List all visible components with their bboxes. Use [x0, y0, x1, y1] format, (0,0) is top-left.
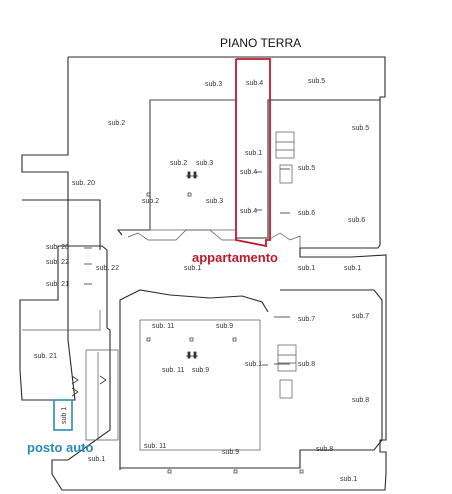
- room-label: sub.8: [316, 446, 333, 453]
- ramp-icon: [71, 375, 107, 397]
- room-label: sub.8: [352, 397, 369, 404]
- room-label: sub.1: [340, 476, 357, 483]
- column-marker: [232, 337, 237, 342]
- room-label: sub. 21: [34, 353, 57, 360]
- upper-courtyard: [149, 99, 237, 231]
- room-label: sub.1: [184, 265, 201, 272]
- room-label: sub.7: [352, 313, 369, 320]
- room-label: sub. 20: [46, 244, 69, 251]
- room-label: sub.1: [88, 456, 105, 463]
- apartment-label: appartamento: [192, 250, 278, 265]
- room-label: sub. 20: [72, 180, 95, 187]
- room-label: sub.7: [298, 316, 315, 323]
- upper-block-right-edge: [267, 232, 301, 248]
- room-label: sub.1: [245, 361, 262, 368]
- room-label: sub.2: [142, 198, 159, 205]
- room-label: sub. 22: [46, 259, 69, 266]
- parking-box: [53, 399, 73, 431]
- room-label: sub.5: [308, 78, 325, 85]
- room-label: sub.3: [205, 81, 222, 88]
- stair-bottom-cell: [279, 379, 293, 399]
- lower-block-right-wall: [120, 289, 383, 469]
- stair-bottom: [277, 344, 297, 372]
- stair-top-cell: [279, 164, 293, 184]
- room-label: sub.9: [216, 323, 233, 330]
- room-label: sub.2: [170, 160, 187, 167]
- left-block-wall: [22, 199, 101, 250]
- column-marker: [146, 192, 151, 197]
- column-marker: [167, 469, 172, 474]
- room-label: sub.9: [222, 449, 239, 456]
- parking-label: posto auto: [27, 440, 93, 455]
- stair-top: [275, 131, 295, 159]
- column-marker: [299, 469, 304, 474]
- upper-block-edge: [127, 229, 236, 241]
- floor-title: PIANO TERRA: [220, 36, 301, 50]
- lower-block-wall: [119, 289, 269, 470]
- lower-courtyard: [139, 319, 261, 451]
- column-marker: [233, 469, 238, 474]
- room-label: sub. 11: [152, 323, 175, 330]
- left-corridor: [85, 349, 119, 441]
- room-label: sub.4: [246, 80, 263, 87]
- room-label: sub.4: [240, 208, 257, 215]
- room-label: sub. 21: [46, 281, 69, 288]
- column-marker: [187, 192, 192, 197]
- room-label: sub.1: [344, 265, 361, 272]
- room-label: sub. 11: [162, 367, 185, 374]
- room-label: sub.9: [192, 367, 209, 374]
- room-label: sub. 11: [144, 443, 167, 450]
- room-label: sub.5: [352, 125, 369, 132]
- parking-box-label: sub 1: [61, 407, 68, 424]
- apartment-boundary: [235, 58, 271, 248]
- room-label: sub.3: [196, 160, 213, 167]
- room-label: sub. 22: [96, 265, 119, 272]
- room-label: sub.6: [298, 210, 315, 217]
- room-label: sub.6: [348, 217, 365, 224]
- left-block-inner: [22, 310, 101, 331]
- fixture-icon: [84, 168, 290, 366]
- column-marker: [146, 337, 151, 342]
- outer-wall: [19, 56, 387, 491]
- room-label: sub.1: [298, 265, 315, 272]
- room-label: sub.2: [108, 120, 125, 127]
- room-label: sub.8: [298, 361, 315, 368]
- column-marker: [189, 337, 194, 342]
- room-label: sub.1: [245, 150, 262, 157]
- room-label: sub.4: [240, 169, 257, 176]
- room-label: sub.3: [206, 198, 223, 205]
- room-label: sub.5: [298, 165, 315, 172]
